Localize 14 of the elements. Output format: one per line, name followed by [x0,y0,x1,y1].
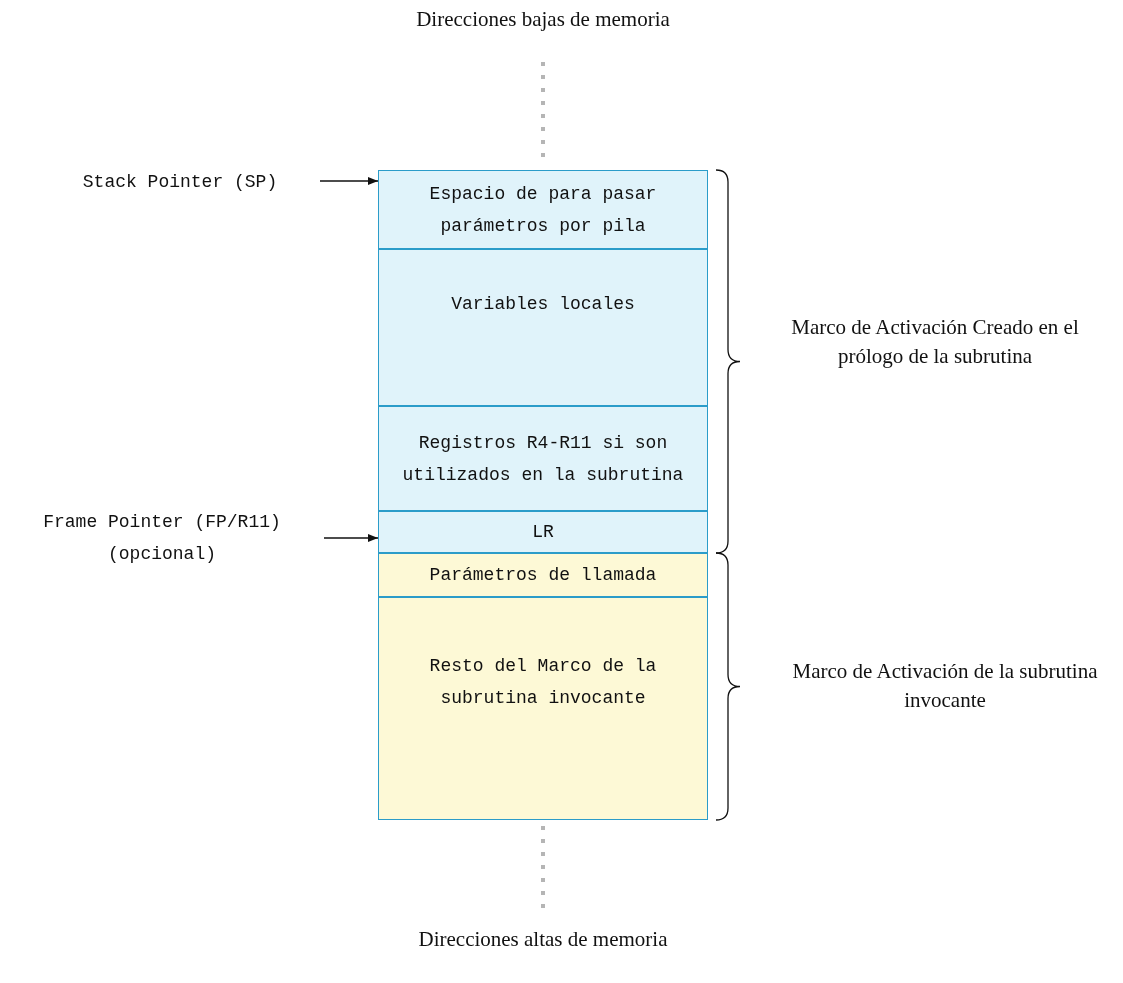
stack-frame-cell: Registros R4-R11 si son utilizados en la subrutina [378,406,708,511]
stack-frame-cell: Espacio de para pasar parámetros por pila [378,170,708,249]
stack-frame-cell: Resto del Marco de la subrutina invocante [378,597,708,820]
annotation-text: Direcciones altas de memoria [417,926,669,953]
annotation-text: Marco de Activación de la subrutina invocante [791,658,1099,714]
stack-frame-cell: Parámetros de llamada [378,553,708,597]
arrow [323,534,379,542]
arrow [319,177,379,185]
annotation-text: Marco de Activación Creado en el prólogo de la subrutina [790,314,1080,370]
stack-frame-cell: Variables locales [378,249,708,406]
annotation-text: Direcciones bajas de memoria [415,6,671,33]
pointer-label: Frame Pointer (FP/R11) (opcional) [0,506,324,570]
stack-frame-cell: LR [378,511,708,553]
pointer-label: Stack Pointer (SP) [40,166,320,198]
